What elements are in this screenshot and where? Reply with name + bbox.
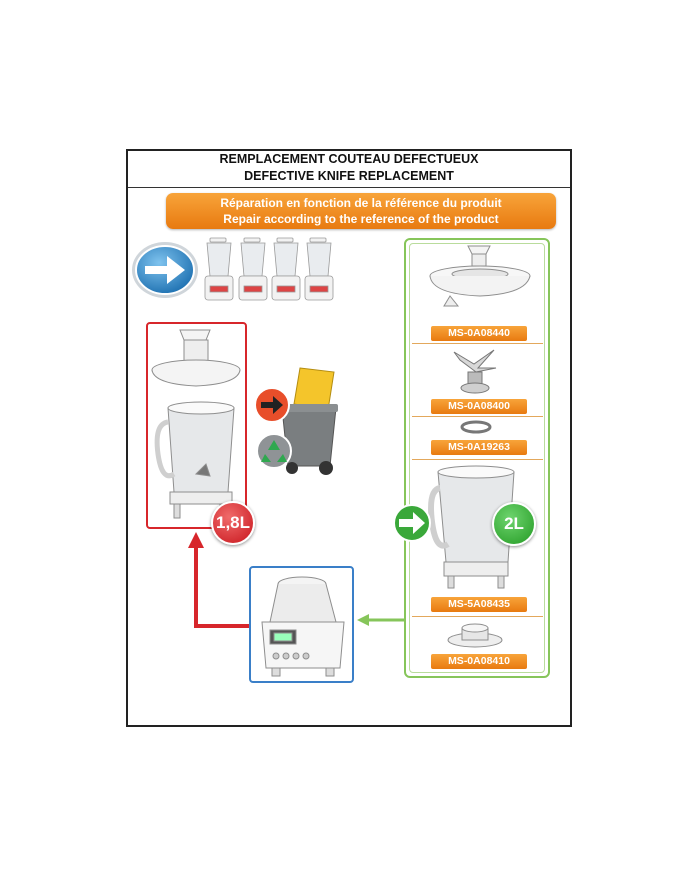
replacement-parts-box — [404, 238, 550, 678]
red-arrow — [188, 532, 250, 628]
recycle-icon — [256, 433, 292, 469]
badge-1-8l: 1,8L — [211, 501, 255, 545]
part-label-jug: MS-5A08435 — [431, 597, 527, 612]
part-divider — [412, 616, 543, 617]
part-label-coupling: MS-0A08410 — [431, 654, 527, 669]
small-jug-box — [146, 322, 247, 529]
discard-arrow-icon — [254, 387, 290, 423]
arrow-right-icon — [132, 242, 198, 298]
lid-image — [429, 245, 531, 307]
jug-2l-image — [428, 465, 515, 589]
blender-lineup-image — [204, 237, 334, 301]
title-french: REMPLACEMENT COUTEAU DEFECTUEUX — [219, 152, 479, 166]
badge-2l: 2L — [492, 502, 536, 546]
jug-assembly-1-8l-image — [151, 329, 241, 519]
part-divider — [412, 343, 543, 344]
green-arrow — [357, 614, 405, 626]
seal-image — [460, 420, 492, 434]
banner-english: Repair according to the reference of the… — [223, 212, 499, 226]
replacement-parts-inner — [409, 243, 545, 673]
arrow-right-icon — [393, 504, 431, 542]
part-divider — [412, 416, 543, 417]
part-label-lid: MS-0A08440 — [431, 326, 527, 341]
knife-image — [453, 349, 497, 394]
part-divider — [412, 459, 543, 460]
motor-base-image — [261, 576, 345, 677]
instruction-banner: Réparation en fonction de la référence d… — [166, 193, 556, 229]
trash-bin-image — [280, 367, 338, 475]
page-title: REMPLACEMENT COUTEAU DEFECTUEUX DEFECTIV… — [128, 151, 570, 188]
title-english: DEFECTIVE KNIFE REPLACEMENT — [244, 169, 454, 183]
part-label-seal: MS-0A19263 — [431, 440, 527, 455]
part-label-knife: MS-0A08400 — [431, 399, 527, 414]
motor-base-box — [249, 566, 354, 683]
banner-french: Réparation en fonction de la référence d… — [220, 196, 502, 210]
coupling-image — [447, 623, 503, 648]
